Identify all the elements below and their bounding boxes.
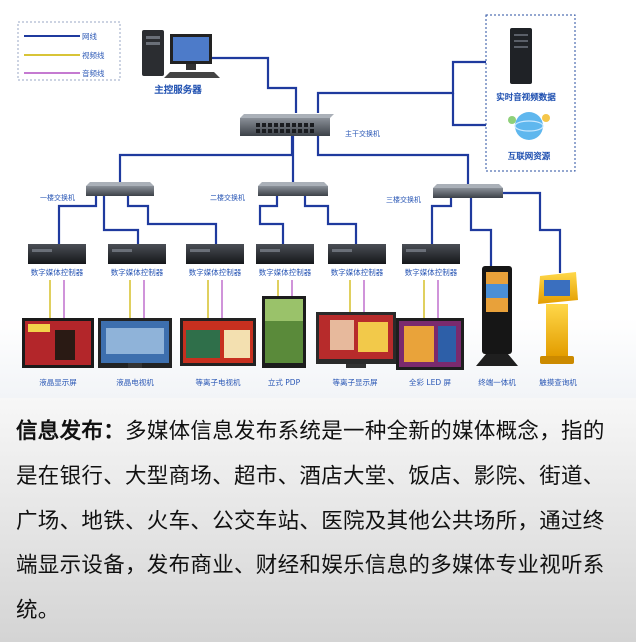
display-3-label: 等离子电视机 (196, 377, 241, 387)
server-tower (142, 30, 164, 76)
controller-4-label: 数字媒体控制器 (259, 267, 312, 277)
caption-panel: 信息发布：多媒体信息发布系统是一种全新的媒体概念，指的是在银行、大型商场、超市、… (0, 398, 636, 642)
display-terminal-kiosk: 终端一体机 (476, 266, 518, 387)
display-2-label: 液晶电视机 (116, 377, 154, 387)
resource-group: 实时音视频数据 互联网资源 (485, 14, 576, 172)
main-server: 主控服务器 (142, 30, 220, 96)
legend-audio-label: 音频线 (82, 68, 105, 78)
display-lcd-tv: 液晶电视机 (98, 318, 172, 387)
display-4-label: 立式 PDP (268, 377, 301, 387)
floor3-switch: 三楼交换机 (386, 184, 503, 204)
floor2-switch: 二楼交换机 (210, 182, 328, 202)
av-server-icon (510, 28, 532, 84)
controller-5: 数字媒体控制器 (328, 244, 386, 277)
display-8-label: 触摸查询机 (539, 377, 577, 387)
controller-3-label: 数字媒体控制器 (189, 267, 242, 277)
legend-video-label: 视频线 (82, 50, 105, 60)
display-vertical-pdp: 立式 PDP (262, 296, 306, 387)
internet-globe-icon (515, 112, 543, 140)
internet-label: 互联网资源 (508, 151, 551, 162)
caption-body: 多媒体信息发布系统是一种全新的媒体概念，指的是在银行、大型商场、超市、酒店大堂、… (16, 419, 605, 624)
controller-2-label: 数字媒体控制器 (111, 267, 164, 277)
controller-1-label: 数字媒体控制器 (31, 267, 84, 277)
display-7-label: 终端一体机 (478, 377, 516, 387)
controller-6: 数字媒体控制器 (402, 244, 460, 277)
controller-3: 数字媒体控制器 (186, 244, 244, 277)
display-touch-query-kiosk: 触摸查询机 (538, 272, 578, 387)
display-lcd-screen: 液晶显示屏 (22, 318, 94, 387)
display-full-color-led: 全彩 LED 屏 (396, 318, 464, 387)
legend-network-label: 网线 (82, 31, 97, 41)
core-switch: 主干交换机 (240, 114, 380, 138)
display-plasma-tv: 等离子电视机 (180, 318, 256, 387)
display-plasma-screen: 等离子显示屏 (316, 312, 396, 387)
keyboard (164, 72, 220, 78)
controllers: 数字媒体控制器 数字媒体控制器 数字媒体控制器 数字媒体控制器 数字媒体控制器 … (28, 244, 460, 277)
controller-1: 数字媒体控制器 (28, 244, 86, 277)
diagram-svg: 网线 视频线 音频线 (17, 14, 578, 387)
floor3-switch-label: 三楼交换机 (386, 195, 421, 204)
realtime-av-label: 实时音视频数据 (496, 92, 556, 103)
core-switch-label: 主干交换机 (345, 129, 380, 138)
caption-heading: 信息发布： (16, 419, 126, 444)
legend-box (17, 21, 121, 81)
display-5-label: 等离子显示屏 (333, 377, 378, 387)
network-diagram: 网线 视频线 音频线 (0, 0, 636, 398)
controller-2: 数字媒体控制器 (108, 244, 166, 277)
main-server-label: 主控服务器 (154, 84, 202, 96)
display-1-label: 液晶显示屏 (39, 377, 77, 387)
controller-6-label: 数字媒体控制器 (405, 267, 458, 277)
controller-5-label: 数字媒体控制器 (331, 267, 384, 277)
legend: 网线 视频线 音频线 (17, 21, 121, 81)
floor2-switch-label: 二楼交换机 (210, 193, 245, 202)
network-links (57, 56, 562, 273)
floor1-switch-label: 一楼交换机 (40, 193, 75, 202)
controller-4: 数字媒体控制器 (256, 244, 314, 277)
caption-text: 信息发布：多媒体信息发布系统是一种全新的媒体概念，指的是在银行、大型商场、超市、… (16, 410, 618, 634)
display-6-label: 全彩 LED 屏 (409, 377, 451, 387)
displays: 液晶显示屏 液晶电视机 等离子电视机 立式 PDP (22, 266, 578, 387)
floor1-switch: 一楼交换机 (40, 182, 154, 202)
av-links (49, 280, 439, 318)
